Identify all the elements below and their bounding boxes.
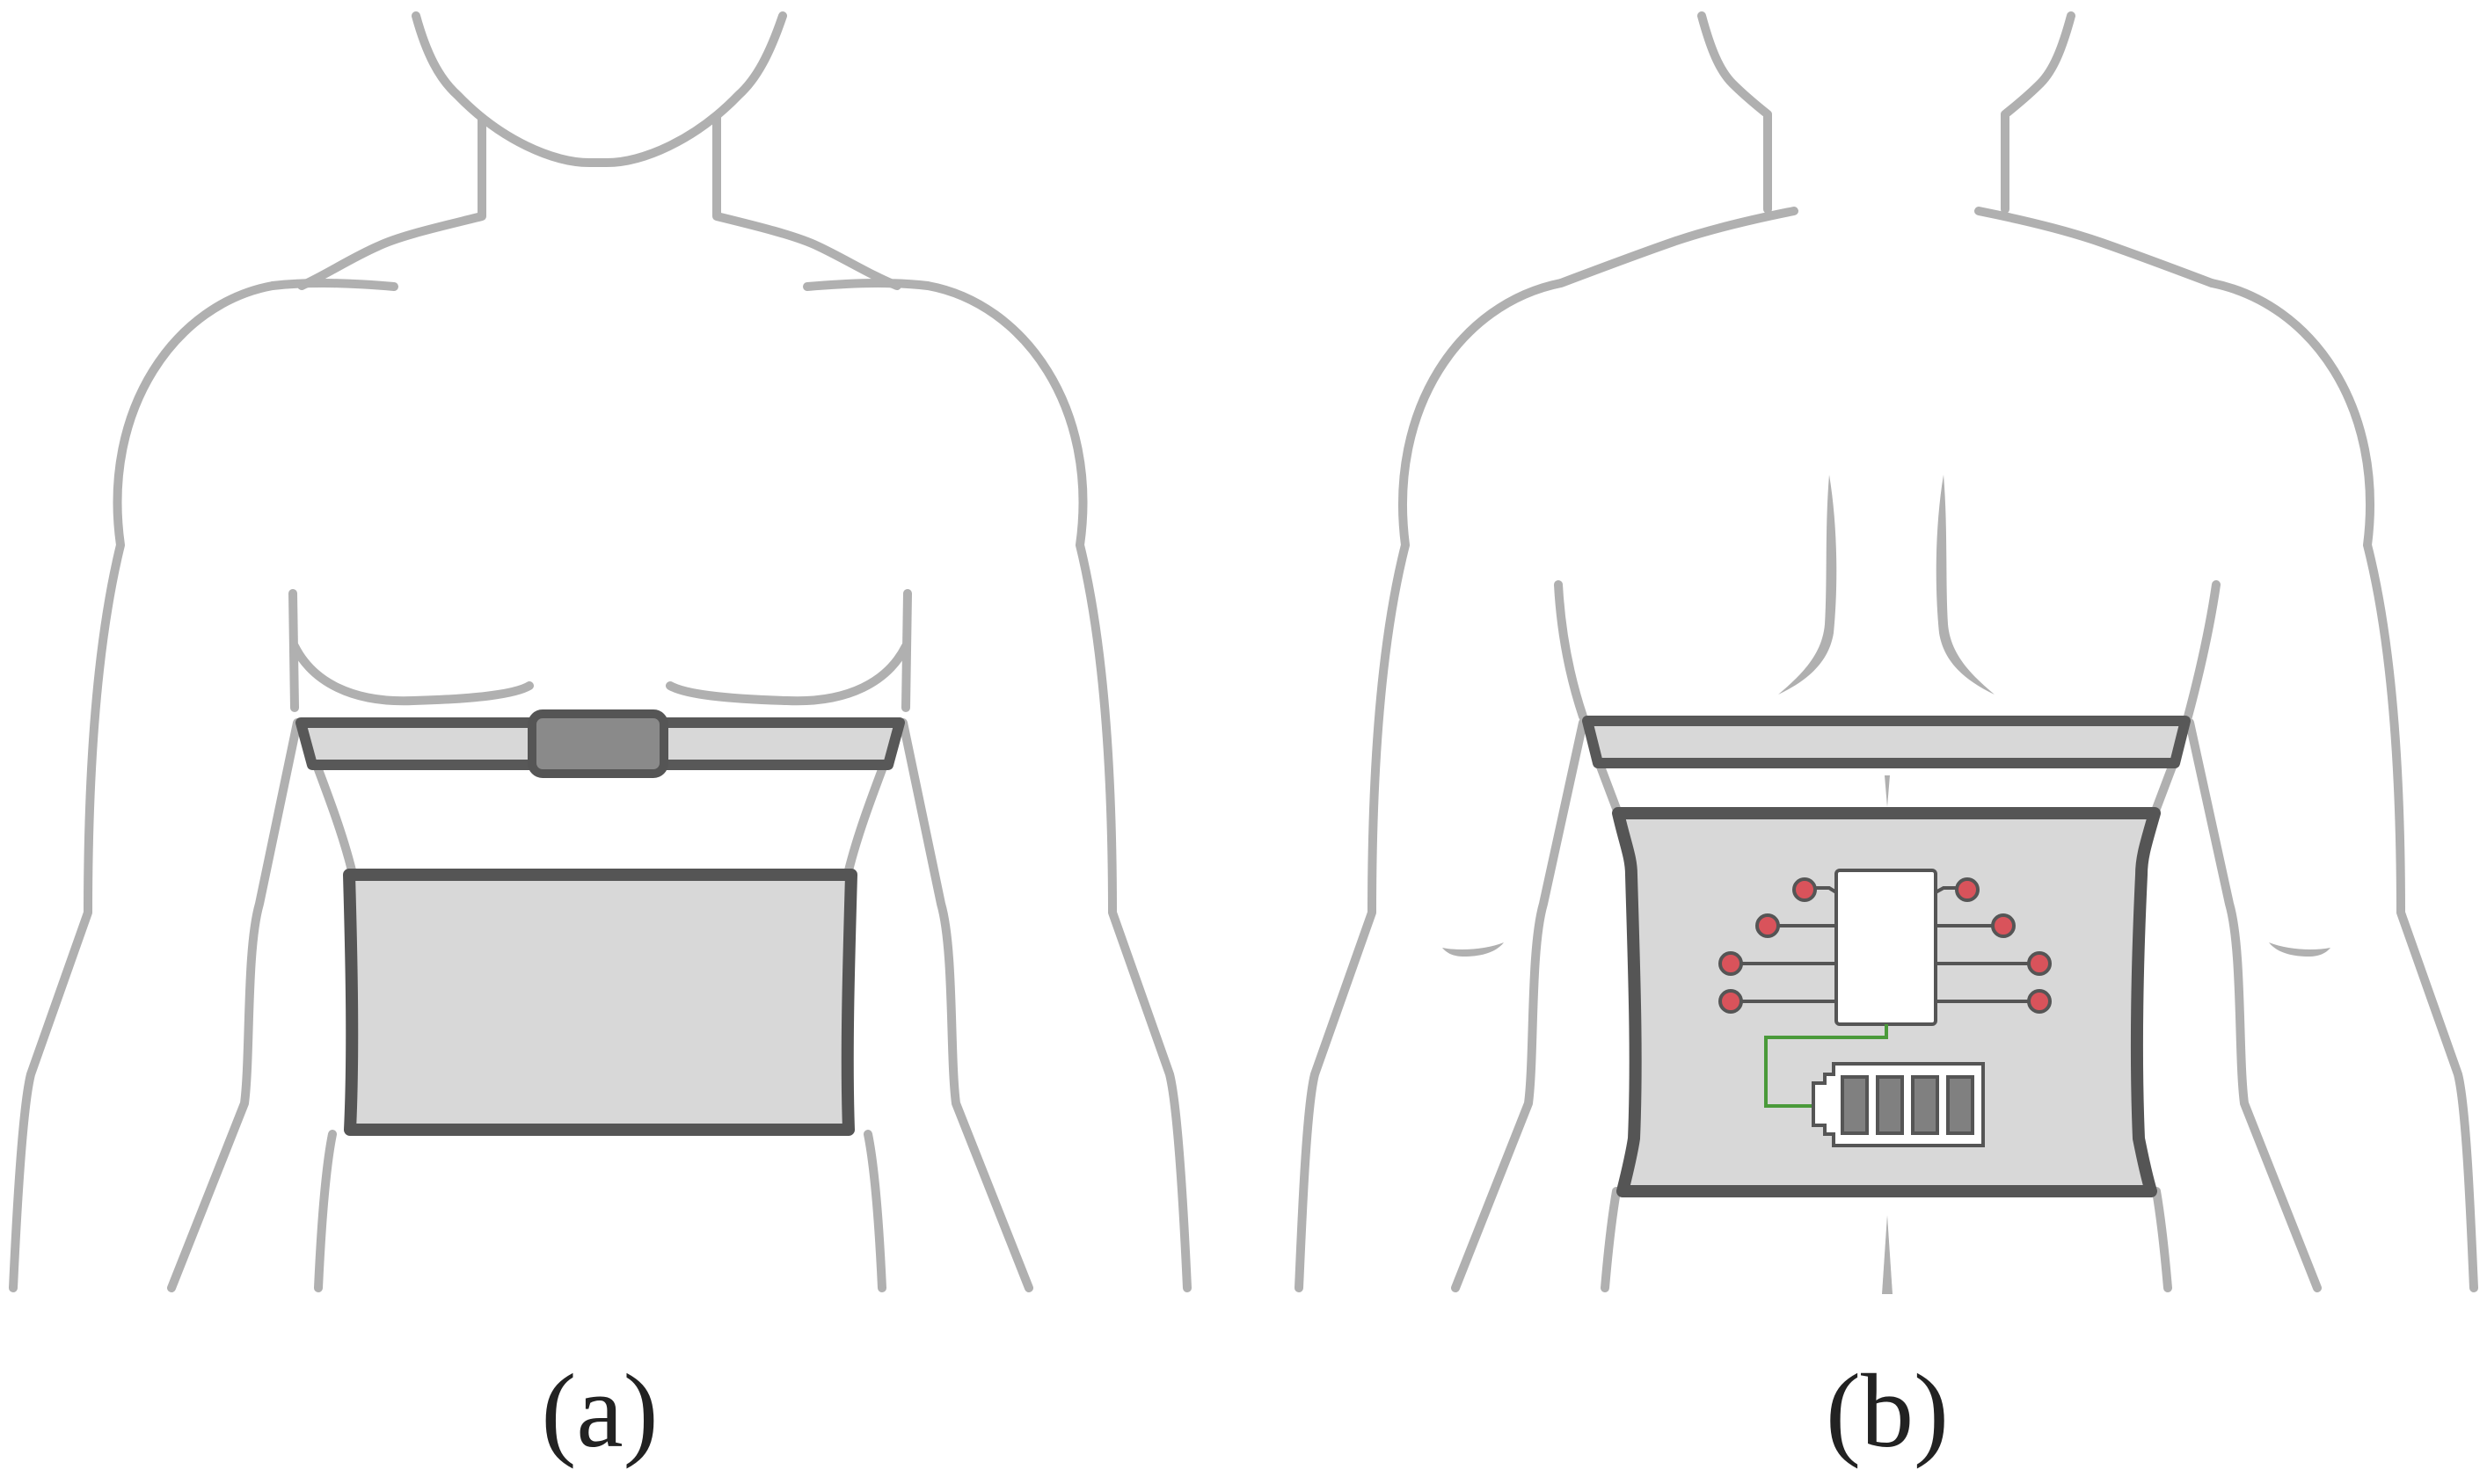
back-waist-left: [1596, 762, 1623, 818]
back-shoulder-right: [1974, 207, 2216, 287]
electrode-dot-icon: [1991, 913, 2016, 938]
power-trace: [1764, 1024, 1888, 1108]
back-arm-right-inner: [2185, 718, 2322, 1292]
back-neck-right: [2001, 11, 2075, 214]
front-collarbone-left: [268, 279, 398, 291]
back-spine-lower: [1882, 1215, 1893, 1294]
battery-cell: [1911, 1075, 1939, 1135]
panel-b-label: (b): [1826, 1352, 1949, 1469]
front-pec-left: [290, 642, 534, 706]
panel-a-label: (a): [541, 1352, 658, 1469]
electrode-dot-icon: [1792, 877, 1817, 902]
back-hip-right: [2152, 1187, 2172, 1292]
chest-sensor-module: [528, 709, 668, 778]
front-torso-outline: [9, 11, 1192, 1292]
electrode-dot-icon: [1718, 989, 1743, 1014]
back-waist-right: [2150, 762, 2177, 818]
back-arm-left-inner: [1451, 718, 1587, 1292]
electrode-dot-icon: [2027, 951, 2052, 976]
front-arm-right-outer: [923, 281, 1192, 1292]
front-waist-right: [844, 760, 888, 875]
back-neck-left: [1697, 11, 1772, 214]
microcontroller-icon: [1834, 869, 1937, 1026]
back-torso-outline: [1295, 11, 2478, 1294]
back-hip-left: [1601, 1187, 1621, 1292]
back-arm-left-outer: [1295, 279, 1565, 1292]
back-side-left-upper: [1554, 580, 1587, 721]
back-elbow-right: [2269, 942, 2330, 957]
back-shoulder-left: [1557, 207, 1798, 287]
front-neck-left: [297, 114, 486, 290]
electrode-dot-icon: [1718, 951, 1743, 976]
back-electronics: [1718, 869, 2052, 1147]
electrode-dot-icon: [2027, 989, 2052, 1014]
front-arm-left-inner: [167, 718, 302, 1292]
panel-a-front-view: (a): [9, 11, 1192, 1469]
back-arm-right-outer: [2207, 279, 2478, 1292]
back-chest-strap: [1582, 716, 2191, 768]
back-elbow-left: [1442, 942, 1504, 957]
electrode-dot-icon: [1955, 877, 1980, 902]
back-scapula-right: [1936, 475, 1995, 695]
back-spine-upper: [1885, 775, 1890, 807]
electrode-dot-icon: [1755, 913, 1780, 938]
front-neck-curve: [412, 11, 787, 167]
back-side-right-upper: [2184, 580, 2221, 721]
front-arm-left-outer: [9, 281, 277, 1292]
front-hip-left: [314, 1130, 337, 1292]
front-arm-right-inner: [899, 718, 1033, 1292]
chest-strap: [295, 709, 905, 778]
front-hip-right: [864, 1130, 886, 1292]
battery-cell: [1876, 1075, 1904, 1135]
front-neck-right: [712, 112, 901, 290]
front-abdominal-belt: [343, 869, 857, 1136]
battery-cell: [1841, 1075, 1869, 1135]
back-scapula-left: [1778, 475, 1837, 695]
electrode-traces: [1737, 886, 2033, 1003]
panel-b-back-view: (b): [1295, 11, 2478, 1469]
front-waist-left: [312, 760, 356, 875]
front-collarbone-right: [803, 279, 932, 291]
battery-icon: [1812, 1062, 1985, 1147]
front-pec-right: [666, 642, 910, 706]
battery-cell: [1946, 1075, 1974, 1135]
